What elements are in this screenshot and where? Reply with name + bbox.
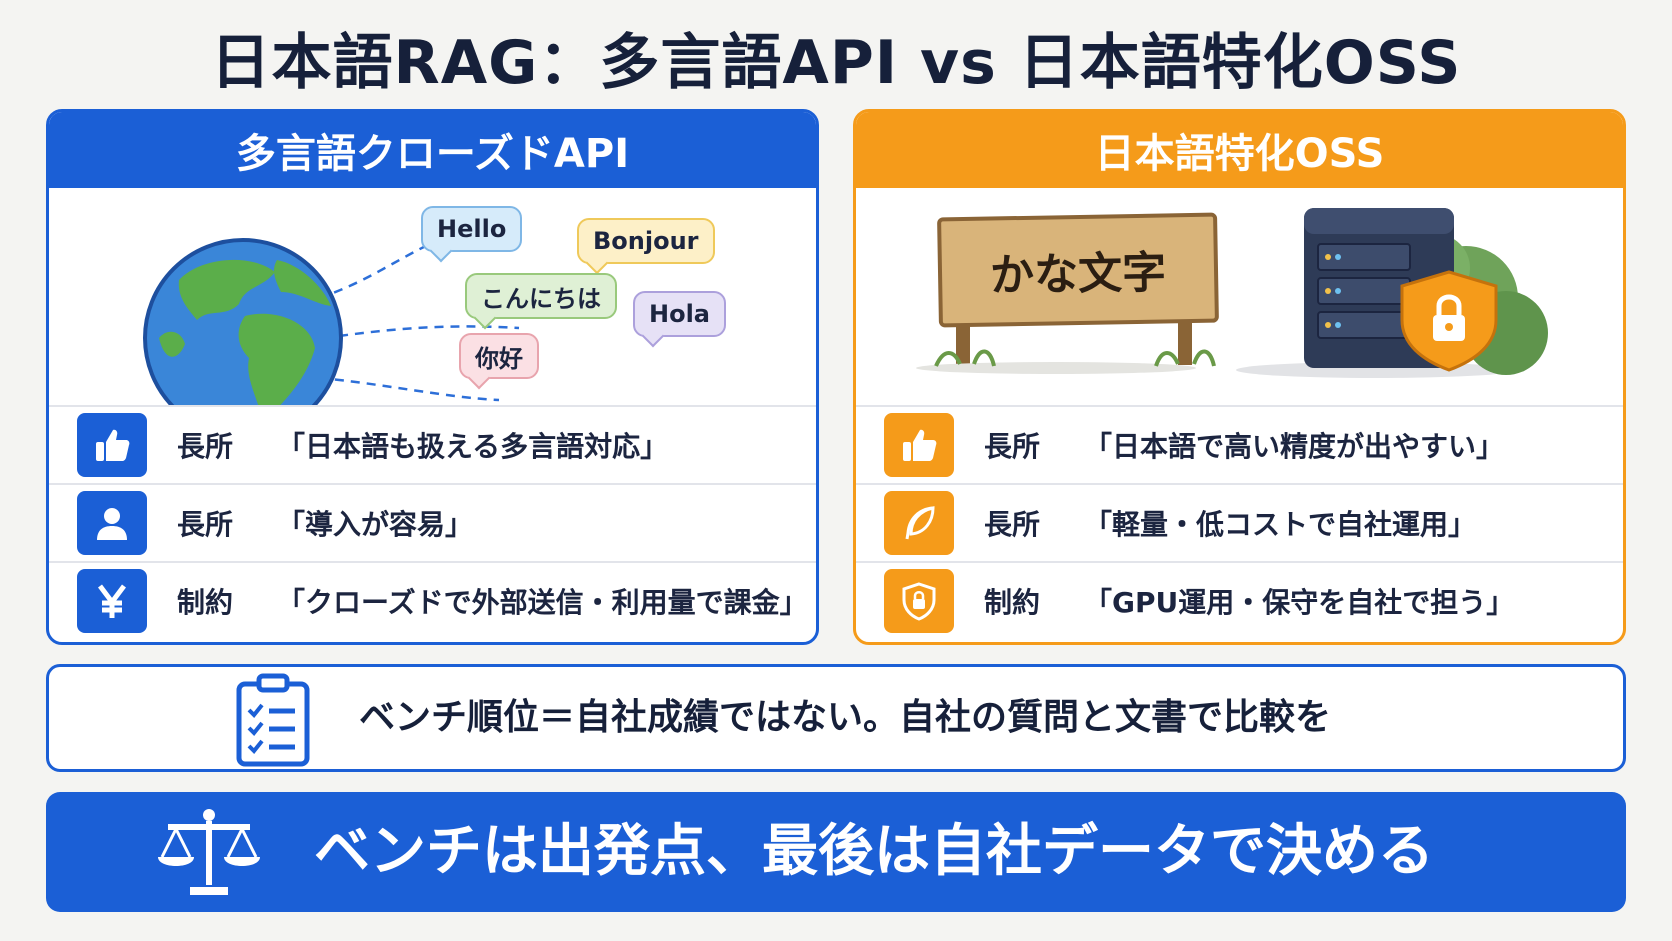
pro-row-easy-setup: 長所 「導入が容易」 [49, 483, 816, 561]
multilingual-api-panel: 多言語クローズドAPI Hello Bonjour こんにちは Hola 你好 [46, 109, 819, 645]
globe-icon [143, 226, 520, 405]
bubble-bonjour: Bonjour [577, 218, 715, 275]
pro-row-multilingual: 長所 「日本語も扱える多言語対応」 [49, 405, 816, 483]
bubble-hola: Hola [633, 291, 726, 348]
conclusion-text: ベンチは出発点、最後は自社データで決める [314, 819, 1434, 884]
yen-icon [77, 569, 147, 633]
con-row-external-billing: 制約 「クローズドで外部送信・利用量で課金」 [49, 561, 816, 639]
shield-lock-icon [884, 569, 954, 633]
bubble-konnichiwa: こんにちは [465, 273, 617, 330]
feather-icon [884, 491, 954, 555]
con-row-gpu-ops: 制約 「GPU運用・保守を自社で担う」 [856, 561, 1623, 639]
bubble-nihao: 你好 [459, 333, 539, 390]
conclusion-banner: ベンチは出発点、最後は自社データで決める [46, 792, 1626, 912]
checklist-icon [236, 673, 310, 767]
panel-heading: 日本語特化OSS [856, 112, 1623, 188]
server-shield-icon [1236, 208, 1548, 378]
pro-row-accuracy: 長所 「日本語で高い精度が出やすい」 [856, 405, 1623, 483]
pro-row-lightweight: 長所 「軽量・低コストで自社運用」 [856, 483, 1623, 561]
sign-server-illustration: かな文字 [856, 188, 1623, 405]
scale-icon [158, 809, 260, 895]
thumbs-up-icon [884, 413, 954, 477]
note-text: ベンチ順位＝自社成績ではない。自社の質問と文書で比較を [359, 697, 1332, 738]
person-icon [77, 491, 147, 555]
panel-heading: 多言語クローズドAPI [49, 112, 816, 188]
page-title: 日本語RAG：多言語API vs 日本語特化OSS [210, 28, 1462, 98]
bubble-hello: Hello [421, 206, 523, 263]
globe-illustration: Hello Bonjour こんにちは Hola 你好 [49, 188, 816, 405]
japanese-oss-panel: 日本語特化OSS かな文字 [853, 109, 1626, 645]
thumbs-up-icon [77, 413, 147, 477]
benchmark-note: ベンチ順位＝自社成績ではない。自社の質問と文書で比較を [46, 664, 1626, 772]
